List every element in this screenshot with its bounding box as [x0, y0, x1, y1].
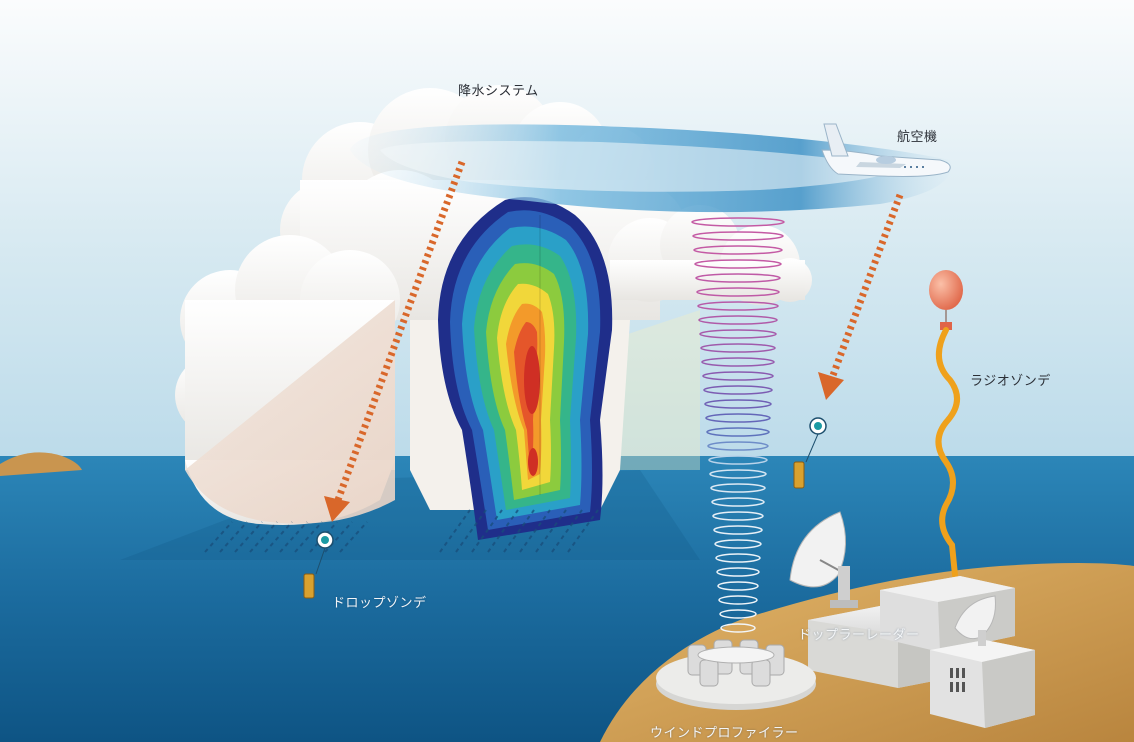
dropsonde-icon	[303, 531, 334, 599]
dropsonde-icon-2	[793, 417, 827, 489]
label-aircraft: 航空機	[897, 130, 938, 145]
label-radiosonde: ラジオゾンデ	[970, 374, 1051, 389]
label-precipitation-system: 降水システム	[458, 84, 539, 99]
balloon-icon	[929, 270, 963, 330]
label-doppler-radar: ドップラーレーダー	[798, 628, 920, 643]
radar-reflectivity-section	[438, 197, 613, 540]
island-left	[0, 452, 82, 476]
radiosonde-tether	[935, 327, 960, 578]
label-dropsonde: ドロップゾンデ	[332, 596, 427, 611]
radar-dish-icon	[789, 511, 858, 608]
drop-trajectory-left	[324, 160, 466, 522]
rain-hatch	[204, 509, 599, 553]
drop-trajectory-right	[818, 193, 904, 400]
aircraft-icon	[821, 123, 951, 177]
label-wind-profiler: ウインドプロファイラー	[650, 726, 799, 741]
doppler-radar-station	[789, 511, 1035, 728]
wind-profiler-beam	[691, 217, 785, 633]
wind-profiler-station	[656, 639, 816, 710]
